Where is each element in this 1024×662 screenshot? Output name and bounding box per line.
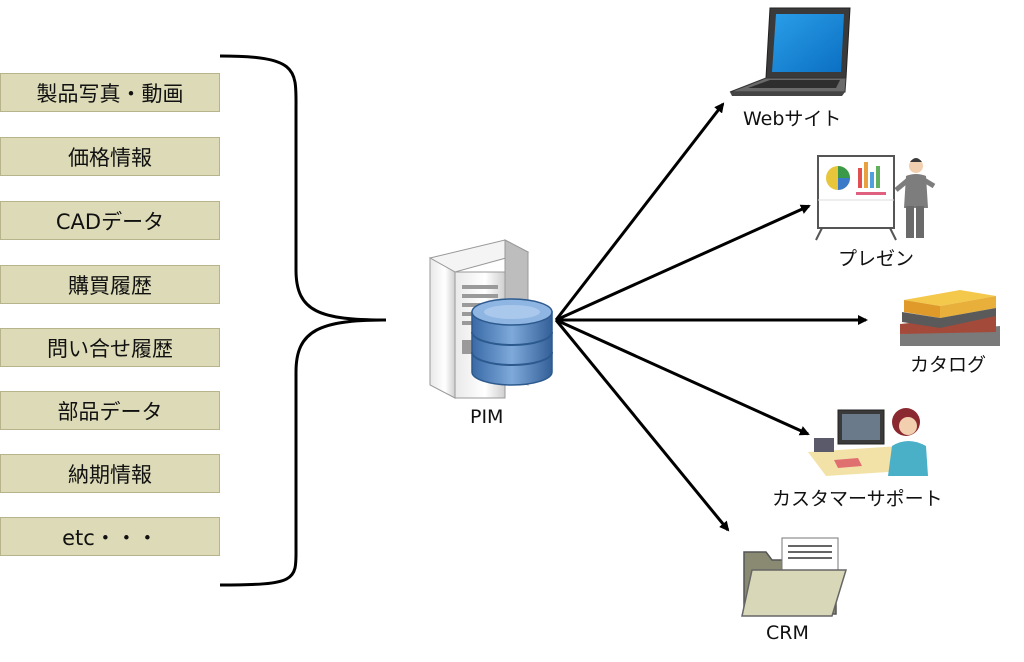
arrow-to-presentation (555, 204, 811, 322)
source-box-parts: 部品データ (0, 391, 220, 430)
source-box-product-media: 製品写真・動画 (0, 73, 220, 112)
presentation-icon (815, 155, 936, 241)
source-box-cad: CADデータ (0, 201, 220, 240)
arrow-to-support (555, 318, 810, 436)
customer-support-icon (808, 408, 928, 476)
target-label-crm: CRM (766, 622, 809, 644)
arrow-to-crm (554, 319, 730, 532)
database-icon (471, 298, 553, 386)
laptop-icon (729, 7, 851, 96)
target-label-catalog: カタログ (910, 354, 987, 376)
crm-folder-icon (741, 537, 848, 617)
source-box-etc: etc・・・ (0, 517, 220, 556)
target-label-support: カスタマーサポート (772, 488, 943, 510)
source-box-price: 価格情報 (0, 137, 220, 176)
curly-brace (219, 54, 387, 587)
source-box-delivery: 納期情報 (0, 454, 220, 493)
source-box-inquiry-history: 問い合せ履歴 (0, 328, 220, 367)
arrow-to-web (554, 102, 725, 321)
arrows (554, 102, 868, 532)
target-label-presentation: プレゼン (838, 248, 915, 270)
hub-label-pim: PIM (470, 406, 504, 428)
target-label-web: Webサイト (743, 108, 842, 130)
catalog-books-icon (900, 290, 1000, 346)
source-box-purchase-history: 購買履歴 (0, 265, 220, 304)
